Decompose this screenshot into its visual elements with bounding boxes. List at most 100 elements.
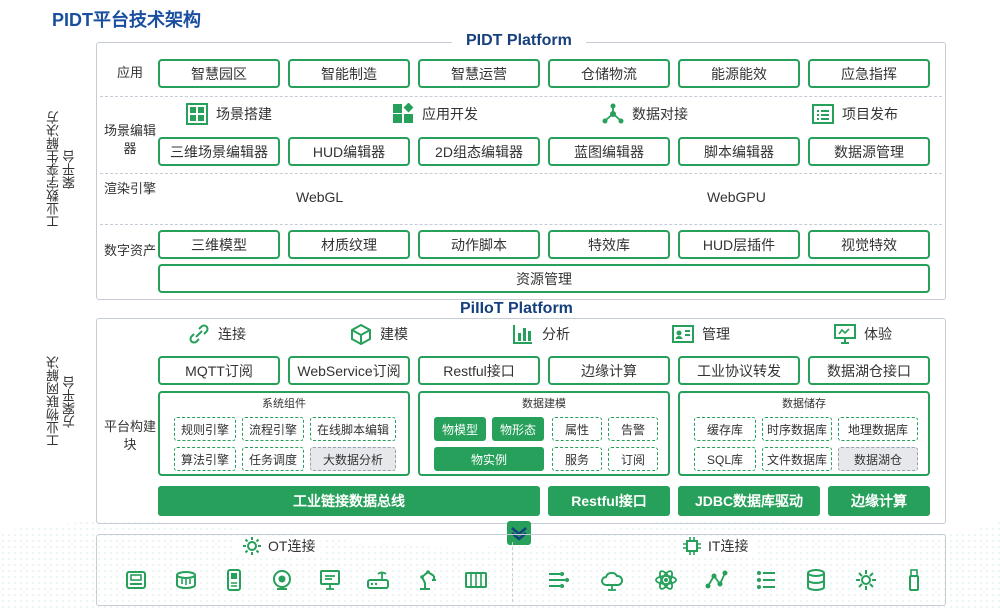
render-engine-webgpu: WebGPU xyxy=(707,189,766,205)
component-chip[interactable]: 在线脚本编辑 xyxy=(310,417,396,441)
category-manage: 管理 xyxy=(672,323,730,345)
ot-connection-label: OT连接 xyxy=(236,536,322,556)
interface-box[interactable]: MQTT订阅 xyxy=(158,356,280,385)
component-chip[interactable]: 规则引擎 xyxy=(174,417,236,441)
robot-arm-icon xyxy=(420,570,436,590)
component-chip[interactable]: 流程引擎 xyxy=(242,417,304,441)
interface-box[interactable]: 工业协议转发 xyxy=(678,356,800,385)
category-label: 数据对接 xyxy=(632,106,688,122)
connection-panel xyxy=(96,534,946,606)
app-box[interactable]: 智慧园区 xyxy=(158,59,280,88)
editor-box[interactable]: 数据源管理 xyxy=(808,137,930,166)
it-label-text: IT连接 xyxy=(708,538,749,554)
interface-box[interactable]: Restful接口 xyxy=(418,356,540,385)
resource-management-box[interactable]: 资源管理 xyxy=(158,264,930,293)
asset-box[interactable]: 特效库 xyxy=(548,230,670,259)
storage-chip[interactable]: 数据湖仓 xyxy=(838,447,918,471)
editor-box[interactable]: 2D组态编辑器 xyxy=(418,137,540,166)
database-icon xyxy=(807,569,825,591)
category-experience: 体验 xyxy=(834,323,892,345)
app-box[interactable]: 能源能效 xyxy=(678,59,800,88)
asset-row-label: 数字资产 xyxy=(104,243,157,258)
modeling-chip[interactable]: 告警 xyxy=(608,417,658,441)
component-chip[interactable]: 任务调度 xyxy=(242,447,304,471)
cube-icon xyxy=(351,323,371,345)
category-label: 项目发布 xyxy=(842,106,898,122)
modeling-chip[interactable]: 服务 xyxy=(552,447,602,471)
category-data-link: 数据对接 xyxy=(602,103,688,125)
modeling-chip[interactable]: 物模型 xyxy=(434,417,486,441)
app-blocks-icon xyxy=(393,103,414,123)
render-row-label: 渲染引擎 xyxy=(104,181,157,196)
category-label: 连接 xyxy=(218,326,246,342)
modeling-chip[interactable]: 属性 xyxy=(552,417,602,441)
id-card-icon xyxy=(672,325,694,343)
asset-box[interactable]: 材质纹理 xyxy=(288,230,410,259)
scale-device-icon xyxy=(126,571,146,589)
group-title: 系统组件 xyxy=(262,398,306,410)
category-label: 体验 xyxy=(864,326,892,342)
data-storage-group: 数据储存 缓存库 时序数据库 地理数据库 SQL库 文件数据库 数据湖仓 xyxy=(678,391,930,476)
asset-box[interactable]: 三维模型 xyxy=(158,230,280,259)
camera-device-icon xyxy=(273,570,291,590)
category-label: 场景搭建 xyxy=(216,106,272,122)
jdbc-bar[interactable]: JDBC数据库驱动 xyxy=(678,486,820,516)
gear-icon xyxy=(856,570,876,590)
asset-box[interactable]: 视觉特效 xyxy=(808,230,930,259)
router-device-icon xyxy=(367,571,389,589)
storage-chip[interactable]: 地理数据库 xyxy=(838,417,918,441)
meter-device-icon xyxy=(176,571,196,589)
divider xyxy=(100,96,942,97)
category-label: 建模 xyxy=(380,326,408,342)
data-flow-icon xyxy=(549,572,569,588)
page-title: PIDT平台技术架构 xyxy=(52,10,202,30)
bar-chart-icon xyxy=(513,325,532,344)
app-box[interactable]: 智慧运营 xyxy=(418,59,540,88)
ot-label-text: OT连接 xyxy=(268,538,316,554)
edge-compute-bar[interactable]: 边缘计算 xyxy=(828,486,930,516)
category-app-dev: 应用开发 xyxy=(392,103,478,125)
restful-bar[interactable]: Restful接口 xyxy=(548,486,670,516)
editor-box[interactable]: HUD编辑器 xyxy=(288,137,410,166)
atom-icon xyxy=(655,570,677,590)
modeling-chip[interactable]: 物实例 xyxy=(434,447,544,471)
editor-box[interactable]: 蓝图编辑器 xyxy=(548,137,670,166)
display-device-icon xyxy=(320,570,340,590)
app-box[interactable]: 应急指挥 xyxy=(808,59,930,88)
interface-box[interactable]: 边缘计算 xyxy=(548,356,670,385)
usb-drive-icon xyxy=(909,569,919,591)
interface-box[interactable]: WebService订阅 xyxy=(288,356,410,385)
chip-icon xyxy=(683,537,701,555)
interface-box[interactable]: 数据湖仓接口 xyxy=(808,356,930,385)
editor-box[interactable]: 脚本编辑器 xyxy=(678,137,800,166)
piiot-side-label: 工业物联网解决方案平台 xyxy=(46,356,77,448)
app-row-label: 应用 xyxy=(116,65,143,80)
modeling-chip[interactable]: 物形态 xyxy=(492,417,544,441)
app-box[interactable]: 智能制造 xyxy=(288,59,410,88)
data-modeling-group: 数据建模 物模型 物形态 属性 告警 物实例 服务 订阅 xyxy=(418,391,670,476)
publish-list-icon xyxy=(812,104,834,124)
category-label: 分析 xyxy=(542,326,570,342)
group-title: 数据建模 xyxy=(522,398,566,410)
category-model: 建模 xyxy=(350,323,408,345)
connection-divider xyxy=(512,542,513,602)
pidt-platform-title: PIDT Platform xyxy=(452,32,586,50)
component-chip[interactable]: 算法引擎 xyxy=(174,447,236,471)
editor-box[interactable]: 三维场景编辑器 xyxy=(158,137,280,166)
category-scene-build: 场景搭建 xyxy=(186,103,272,125)
storage-chip[interactable]: SQL库 xyxy=(694,447,756,471)
modeling-chip[interactable]: 订阅 xyxy=(608,447,658,471)
storage-chip[interactable]: 缓存库 xyxy=(694,417,756,441)
app-box[interactable]: 仓储物流 xyxy=(548,59,670,88)
asset-box[interactable]: HUD层插件 xyxy=(678,230,800,259)
divider xyxy=(100,173,942,174)
storage-chip[interactable]: 时序数据库 xyxy=(762,417,832,441)
asset-box[interactable]: 动作脚本 xyxy=(418,230,540,259)
plc-device-icon xyxy=(465,572,487,588)
component-chip[interactable]: 大数据分析 xyxy=(310,447,396,471)
storage-chip[interactable]: 文件数据库 xyxy=(762,447,832,471)
render-engine-webgl: WebGL xyxy=(296,189,344,205)
category-label: 应用开发 xyxy=(422,106,478,122)
industrial-data-bus-bar[interactable]: 工业链接数据总线 xyxy=(158,486,540,516)
category-label: 管理 xyxy=(702,326,730,342)
